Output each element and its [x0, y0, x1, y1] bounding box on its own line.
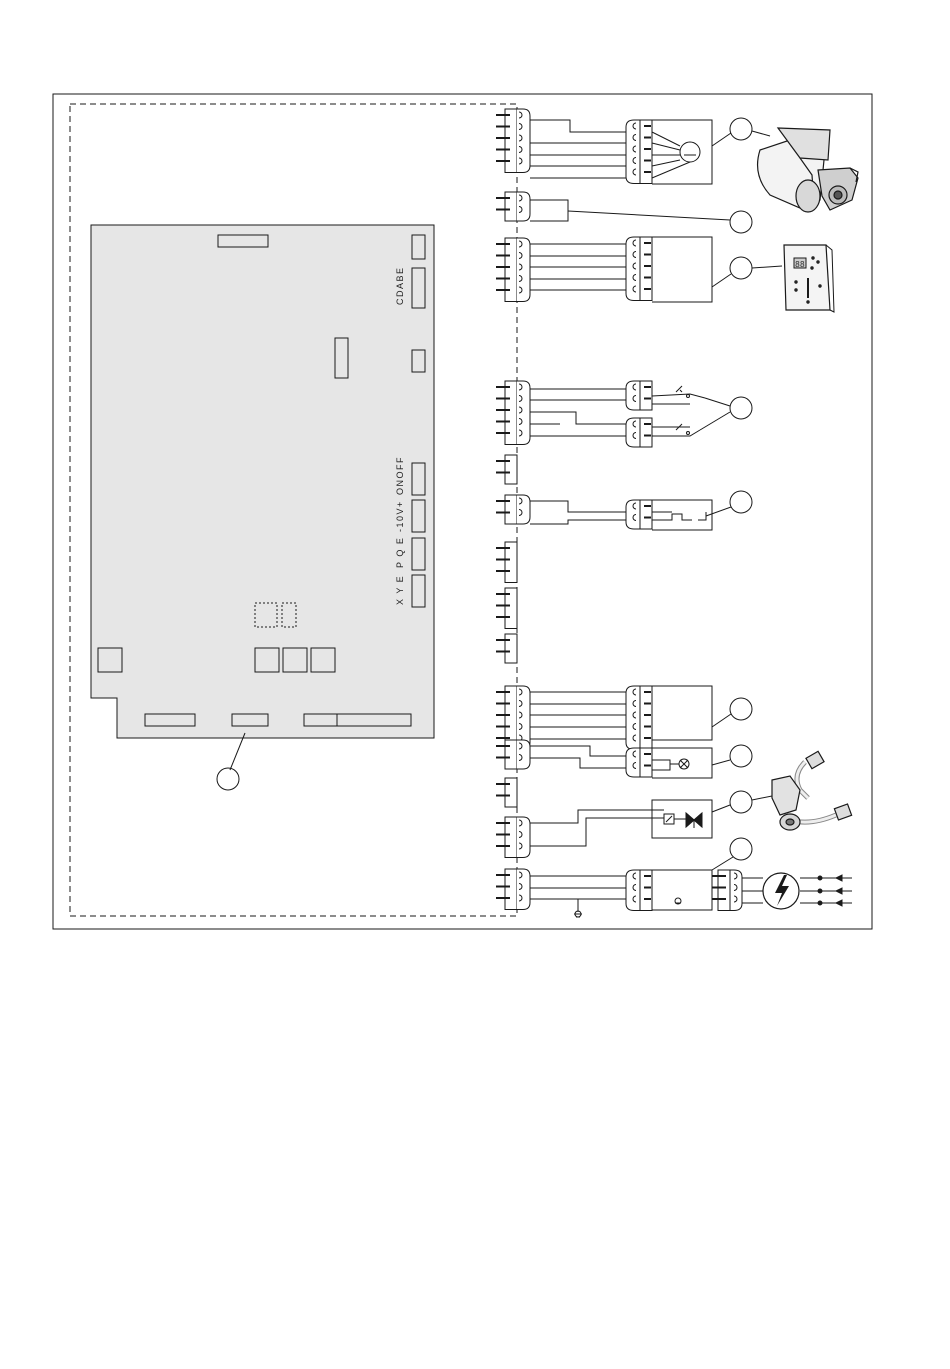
unit-connector: [496, 778, 517, 807]
callout-fan: [730, 118, 752, 140]
wire: [530, 501, 626, 512]
unit-connector: [496, 455, 517, 484]
wall-controller-icon: 88: [784, 245, 834, 312]
wire: [530, 810, 664, 823]
lightning-bolt-icon: [763, 873, 799, 909]
unit-header: [505, 238, 517, 302]
callout-pcb: [217, 768, 239, 790]
unit-header: [505, 495, 517, 524]
component-plug: [626, 870, 652, 911]
label-onoff: ONOFF: [395, 456, 405, 495]
plug-header: [640, 237, 652, 301]
component-plug: [626, 418, 652, 447]
wire: [530, 200, 568, 221]
unit-header: [505, 634, 517, 663]
unit-connector: [496, 495, 530, 524]
ground-symbol-icon: [574, 903, 582, 917]
plug-header: [640, 686, 652, 750]
callout-motor-4wire: [730, 698, 752, 720]
plug: [517, 817, 530, 858]
plug: [517, 740, 530, 769]
power-inputs: [742, 875, 852, 906]
component-plug: [626, 748, 652, 777]
wire: [530, 758, 626, 768]
callout-switch: [730, 491, 752, 513]
wire: [530, 899, 578, 903]
label-pqe: P Q E: [395, 537, 405, 568]
plug: [517, 192, 530, 221]
unit-connector: [496, 542, 517, 583]
unit-header: [505, 109, 517, 173]
callout-valve: [730, 791, 752, 813]
plug-header: [640, 120, 652, 184]
unit-header: [505, 778, 517, 807]
component-plug: [626, 237, 652, 301]
plug: [517, 869, 530, 910]
unit-header: [505, 192, 517, 221]
wire: [530, 818, 664, 846]
plug: [517, 109, 530, 173]
component-plugs: [626, 120, 742, 911]
unit-connector: [496, 192, 530, 221]
component-plug: [626, 500, 652, 529]
plug-header: [640, 381, 652, 410]
callout-controller: [730, 257, 752, 279]
centrifugal-fan-icon: [758, 128, 858, 212]
plug: [517, 238, 530, 302]
unit-header: [505, 740, 517, 769]
svg-text:88: 88: [795, 260, 805, 269]
unit-connector: [496, 588, 517, 629]
unit-header: [505, 455, 517, 484]
component-plug: [626, 381, 652, 410]
wire: [530, 412, 626, 424]
callout-jumper: [730, 211, 752, 233]
component-plug: [626, 120, 652, 184]
callout-sensors: [730, 397, 752, 419]
unit-connector: [496, 238, 530, 302]
label-cdabe: CDABE: [395, 266, 405, 305]
three-way-valve-icon: [772, 751, 852, 830]
motor-symbol: [680, 142, 700, 162]
plug: [517, 495, 530, 524]
unit-connector: [496, 817, 530, 858]
unit-connector: [496, 740, 530, 769]
unit-connector: [496, 381, 530, 445]
component-plug: [712, 870, 742, 911]
wire: [530, 520, 626, 524]
wire: [530, 120, 626, 132]
unit-connector: [496, 634, 517, 663]
wire: [530, 746, 626, 756]
plug: [517, 381, 530, 445]
label-xye: X Y E: [395, 575, 405, 605]
plug-header: [640, 748, 652, 777]
wire: [652, 160, 680, 166]
unit-connector: [496, 109, 530, 173]
plug-header: [640, 418, 652, 447]
pcb-leader: [230, 733, 245, 770]
component-boxes: [652, 120, 712, 910]
label-10v: -10V+: [395, 500, 405, 532]
callout-power: [730, 838, 752, 860]
unit-connectors: [496, 109, 530, 910]
unit-header: [505, 381, 517, 445]
component-plug: [626, 686, 652, 750]
callout-lamp: [730, 745, 752, 767]
plug-header: [640, 500, 652, 529]
unit-connector: [496, 869, 530, 910]
